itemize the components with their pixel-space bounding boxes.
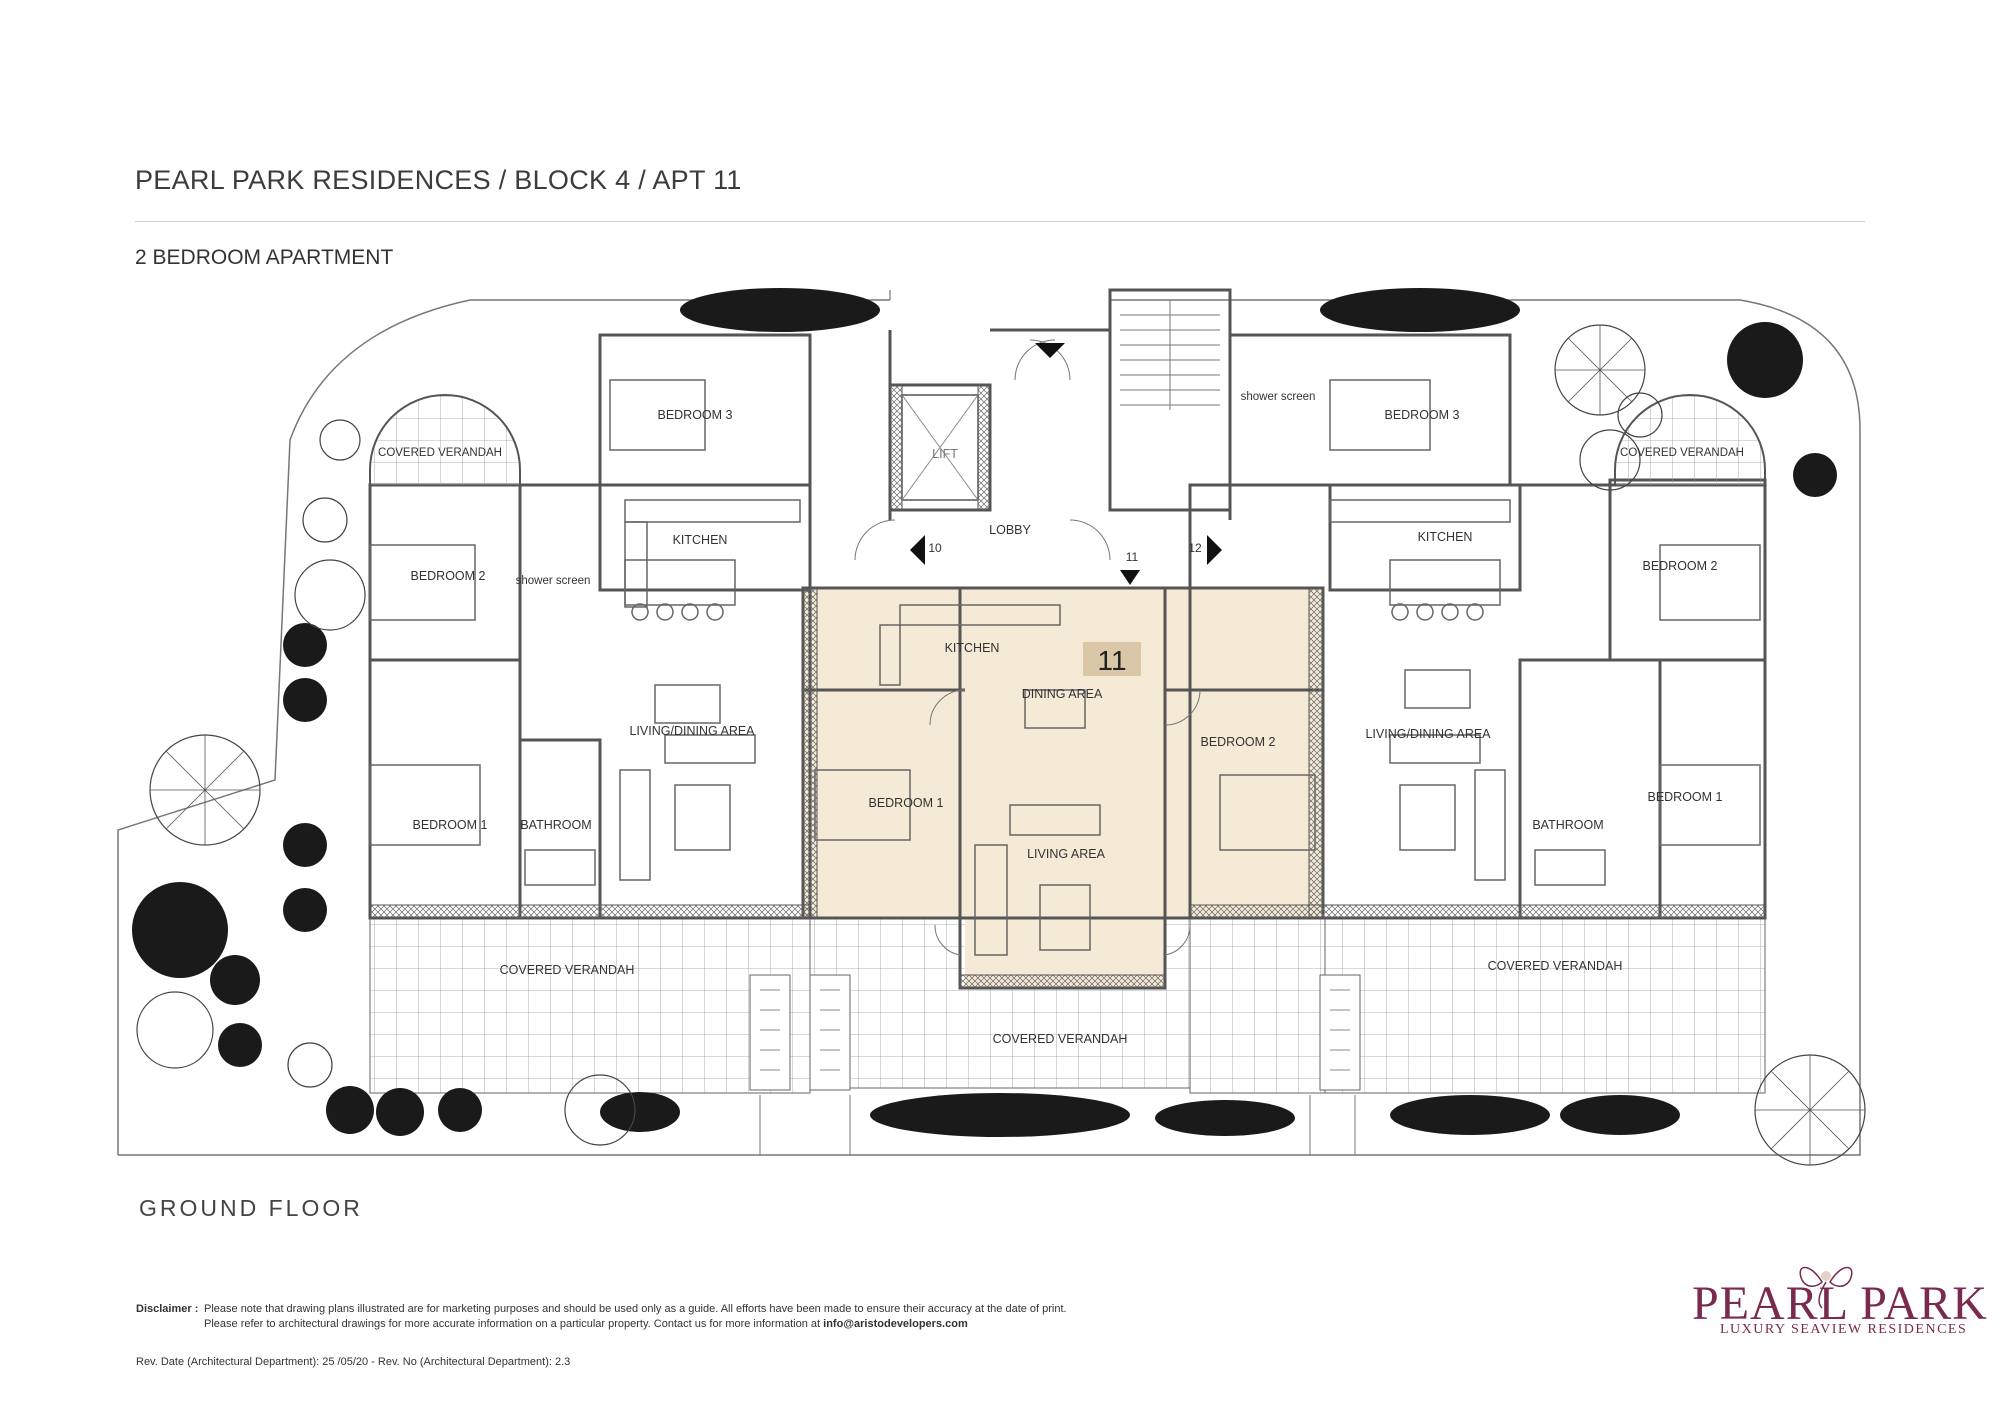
contact-email[interactable]: info@aristodevelopers.com [823,1318,968,1330]
label-center-verandah: COVERED VERANDAH [993,1032,1128,1046]
label-right-bathroom: BATHROOM [1532,818,1603,832]
unit-badge: 11 [1097,645,1126,676]
page-title: PEARL PARK RESIDENCES / BLOCK 4 / APT 11 [135,165,742,195]
logo-name: PEARL PARK [1692,1277,1988,1330]
disclaimer-label: Disclaimer : [136,1303,199,1315]
door-number-11: 11 [1126,550,1139,564]
label-right-living-dining: LIVING/DINING AREA [1365,727,1491,741]
apartment-11-highlight [803,588,1323,918]
verandah-left-tiles [369,917,811,1094]
disclaimer-line1: Please note that drawing plans illustrat… [204,1303,1067,1315]
label-left-bedroom1: BEDROOM 1 [412,818,487,832]
label-right-bedroom3: BEDROOM 3 [1384,408,1459,422]
label-dining: DINING AREA [1022,687,1103,701]
unit-badge-box [1083,642,1141,676]
door-number-10: 10 [928,541,942,555]
label-left-shower: shower screen [516,575,591,587]
label-left-bathroom: BATHROOM [520,818,591,832]
label-right-kitchen: KITCHEN [1418,530,1473,544]
label-living: LIVING AREA [1027,847,1105,861]
entrance-arrows [910,343,1222,585]
label-right-bedroom2: BEDROOM 2 [1642,559,1717,573]
label-lobby: LOBBY [989,523,1031,537]
title-divider [135,221,1865,222]
verandah-right-tiles [1324,917,1766,1094]
site-boundary [117,299,890,1155]
label-left-living-dining: LIVING/DINING AREA [629,724,755,738]
pearl-park-logo-icon [1799,1266,1853,1309]
disclaimer-line2: Please refer to architectural drawings f… [204,1318,821,1330]
door-number-12: 12 [1188,541,1202,555]
label-left-bedroom2: BEDROOM 2 [410,569,485,583]
verandah-arc-left [369,394,521,485]
label-left-verandah: COVERED VERANDAH [500,963,635,977]
label-center-kitchen: KITCHEN [945,641,1000,655]
label-right-covered-verandah: COVERED VERANDAH [1620,447,1744,459]
label-lift: LIFT [932,447,958,461]
label-left-bedroom3: BEDROOM 3 [657,408,732,422]
label-right-verandah: COVERED VERANDAH [1488,959,1623,973]
page-subtitle: 2 BEDROOM APARTMENT [135,246,394,269]
verandah-arc-right [1614,394,1766,485]
revision-info: Rev. Date (Architectural Department): 25… [136,1356,571,1368]
logo-tagline: LUXURY SEAVIEW RESIDENCES [1720,1322,1968,1337]
label-center-bedroom2: BEDROOM 2 [1200,735,1275,749]
disclaimer: Disclaimer : Please note that drawing pla… [136,1302,1067,1332]
label-right-bedroom1: BEDROOM 1 [1647,790,1722,804]
label-left-covered-verandah: COVERED VERANDAH [378,447,502,459]
label-right-shower: shower screen [1241,391,1316,403]
landscape-trees [132,288,1837,1137]
label-left-kitchen: KITCHEN [673,533,728,547]
floor-label: GROUND FLOOR [139,1195,363,1221]
label-center-bedroom1: BEDROOM 1 [868,796,943,810]
